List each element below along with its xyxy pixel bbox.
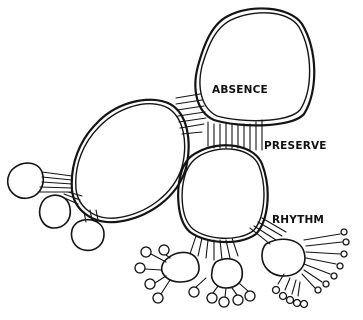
leaf-cluster-left	[135, 245, 170, 303]
node-preserve	[178, 145, 267, 242]
node-bottom-c	[262, 239, 305, 276]
leaf-cluster-right	[273, 229, 350, 308]
node-middle	[72, 100, 189, 222]
label-preserve: PRESERVE	[264, 140, 327, 152]
node-bottom-b	[212, 259, 243, 288]
node-left-2	[40, 192, 82, 228]
node-bottom-a	[162, 252, 199, 282]
node-left-1	[8, 163, 72, 198]
node-absence	[195, 8, 314, 125]
label-rhythm: RHYTHM	[272, 214, 324, 226]
label-absence: ABSENCE	[212, 84, 268, 96]
leaf-cluster-mid	[189, 278, 255, 307]
